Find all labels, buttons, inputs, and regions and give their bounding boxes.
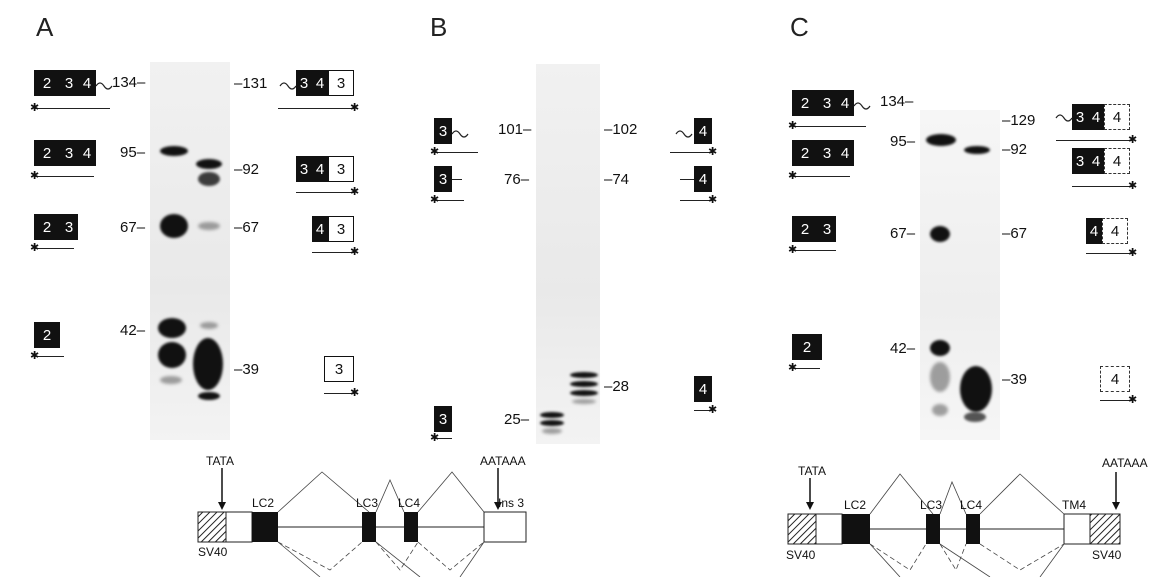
- gel-band: [960, 366, 992, 412]
- gel-band: [158, 318, 186, 338]
- size-marker-right: –92: [234, 161, 260, 178]
- intron-tail: [853, 102, 871, 110]
- gel-band: [540, 420, 564, 426]
- gel-band: [198, 392, 220, 400]
- probe-exon-set: 2 3 4: [34, 140, 96, 166]
- gel-band: [570, 381, 598, 387]
- intron-tail: [675, 130, 693, 138]
- gel-band: [570, 372, 598, 378]
- size-marker-left: 67–: [890, 225, 916, 242]
- gel-band: [160, 376, 182, 384]
- size-marker-left: 101–: [498, 121, 532, 138]
- sv40-label: SV40: [1092, 548, 1122, 562]
- probe-exon-set: 4: [694, 118, 712, 144]
- probe-exon-set: 2 3 4: [792, 140, 854, 166]
- gel-band: [196, 159, 222, 169]
- exon-label: LC3: [356, 496, 379, 510]
- size-marker-right: –74: [604, 171, 630, 188]
- sv40-label: SV40: [786, 548, 816, 562]
- gel-band: [160, 214, 188, 238]
- probe-exon-set: 3: [434, 166, 452, 192]
- tm-label: TM4: [1062, 498, 1086, 512]
- probe-exon-set: 2 3: [34, 214, 78, 240]
- gel-band: [964, 146, 990, 154]
- size-marker-right: –92: [1002, 141, 1028, 158]
- probe-exon-set: 4: [694, 376, 712, 402]
- size-marker-left: 134–: [880, 93, 914, 110]
- size-marker-left: 95–: [120, 144, 146, 161]
- probe-exon-set: 3: [324, 356, 354, 382]
- gel-band: [198, 172, 220, 186]
- size-marker-right: –28: [604, 378, 630, 395]
- gene-diagram-a: [197, 468, 527, 577]
- probe-exon-set: 4: [1100, 366, 1130, 392]
- size-marker-left: 25–: [504, 411, 530, 428]
- exon-label: LC4: [960, 498, 983, 512]
- sv40-label: SV40: [198, 545, 228, 559]
- size-marker-left: 42–: [120, 322, 146, 339]
- gel-band: [198, 222, 220, 230]
- exon-label: LC2: [844, 498, 867, 512]
- gel-band: [964, 412, 986, 422]
- gene-diagram-c: [787, 472, 1121, 577]
- polya-label: AATAAA: [480, 454, 526, 468]
- probe-exon-set: 3 4 4: [1072, 148, 1130, 174]
- panel-label-c: C: [790, 12, 809, 42]
- polya-label: AATAAA: [1102, 456, 1148, 470]
- probe-exon-set: 2: [34, 322, 60, 348]
- gel-band: [572, 399, 596, 404]
- probe-exon-set: 2 3 4: [792, 90, 854, 116]
- insert-label: Ins 3: [498, 496, 525, 510]
- size-marker-right: –39: [234, 361, 260, 378]
- promoter-label: TATA: [206, 454, 234, 468]
- size-marker-left: 67–: [120, 219, 146, 236]
- intron-tail: [95, 82, 113, 90]
- probe-exon-set: 2 3 4: [34, 70, 96, 96]
- gel-lanes-b: [536, 64, 600, 444]
- gel-band: [930, 362, 950, 392]
- probe-exon-set: 2 3: [792, 216, 836, 242]
- probe-exon-set: 3 4 3: [296, 156, 354, 182]
- probe-exon-set: 3 4 3: [296, 70, 354, 96]
- gel-band: [200, 322, 218, 329]
- intron-tail: [1055, 114, 1073, 122]
- probe-exon-set: 3 4 4: [1072, 104, 1130, 130]
- probe-exon-set: 4: [694, 166, 712, 192]
- intron-tail: [279, 82, 297, 90]
- intron-tail: [451, 130, 469, 138]
- panel-label-a: A: [36, 12, 54, 42]
- size-marker-right: –67: [1002, 225, 1028, 242]
- gel-band: [930, 226, 950, 242]
- size-marker-left: 76–: [504, 171, 530, 188]
- gel-band: [542, 428, 562, 434]
- probe-exon-set: 2: [792, 334, 822, 360]
- size-marker-right: –67: [234, 219, 260, 236]
- gel-band: [193, 338, 223, 390]
- size-marker-left: 95–: [890, 133, 916, 150]
- probe-exon-set: 4 4: [1086, 218, 1128, 244]
- size-marker-right: –129: [1002, 112, 1036, 129]
- probe-exon-set: 3: [434, 118, 452, 144]
- gel-band: [926, 134, 956, 146]
- size-marker-right: –39: [1002, 371, 1028, 388]
- exon-label: LC4: [398, 496, 421, 510]
- gel-band: [570, 390, 598, 396]
- exon-label: LC2: [252, 496, 275, 510]
- size-marker-right: –102: [604, 121, 638, 138]
- gel-band: [540, 412, 564, 418]
- probe-exon-set: 3: [434, 406, 452, 432]
- gel-band: [160, 146, 188, 156]
- promoter-label: TATA: [798, 464, 826, 478]
- gel-band: [932, 404, 948, 416]
- panel-label-b: B: [430, 12, 448, 42]
- exon-label: LC3: [920, 498, 943, 512]
- size-marker-left: 134–: [112, 74, 146, 91]
- gel-band: [930, 340, 950, 356]
- size-marker-left: 42–: [890, 340, 916, 357]
- size-marker-right: –131: [234, 75, 268, 92]
- gel-band: [158, 342, 186, 368]
- probe-exon-set: 4 3: [312, 216, 354, 242]
